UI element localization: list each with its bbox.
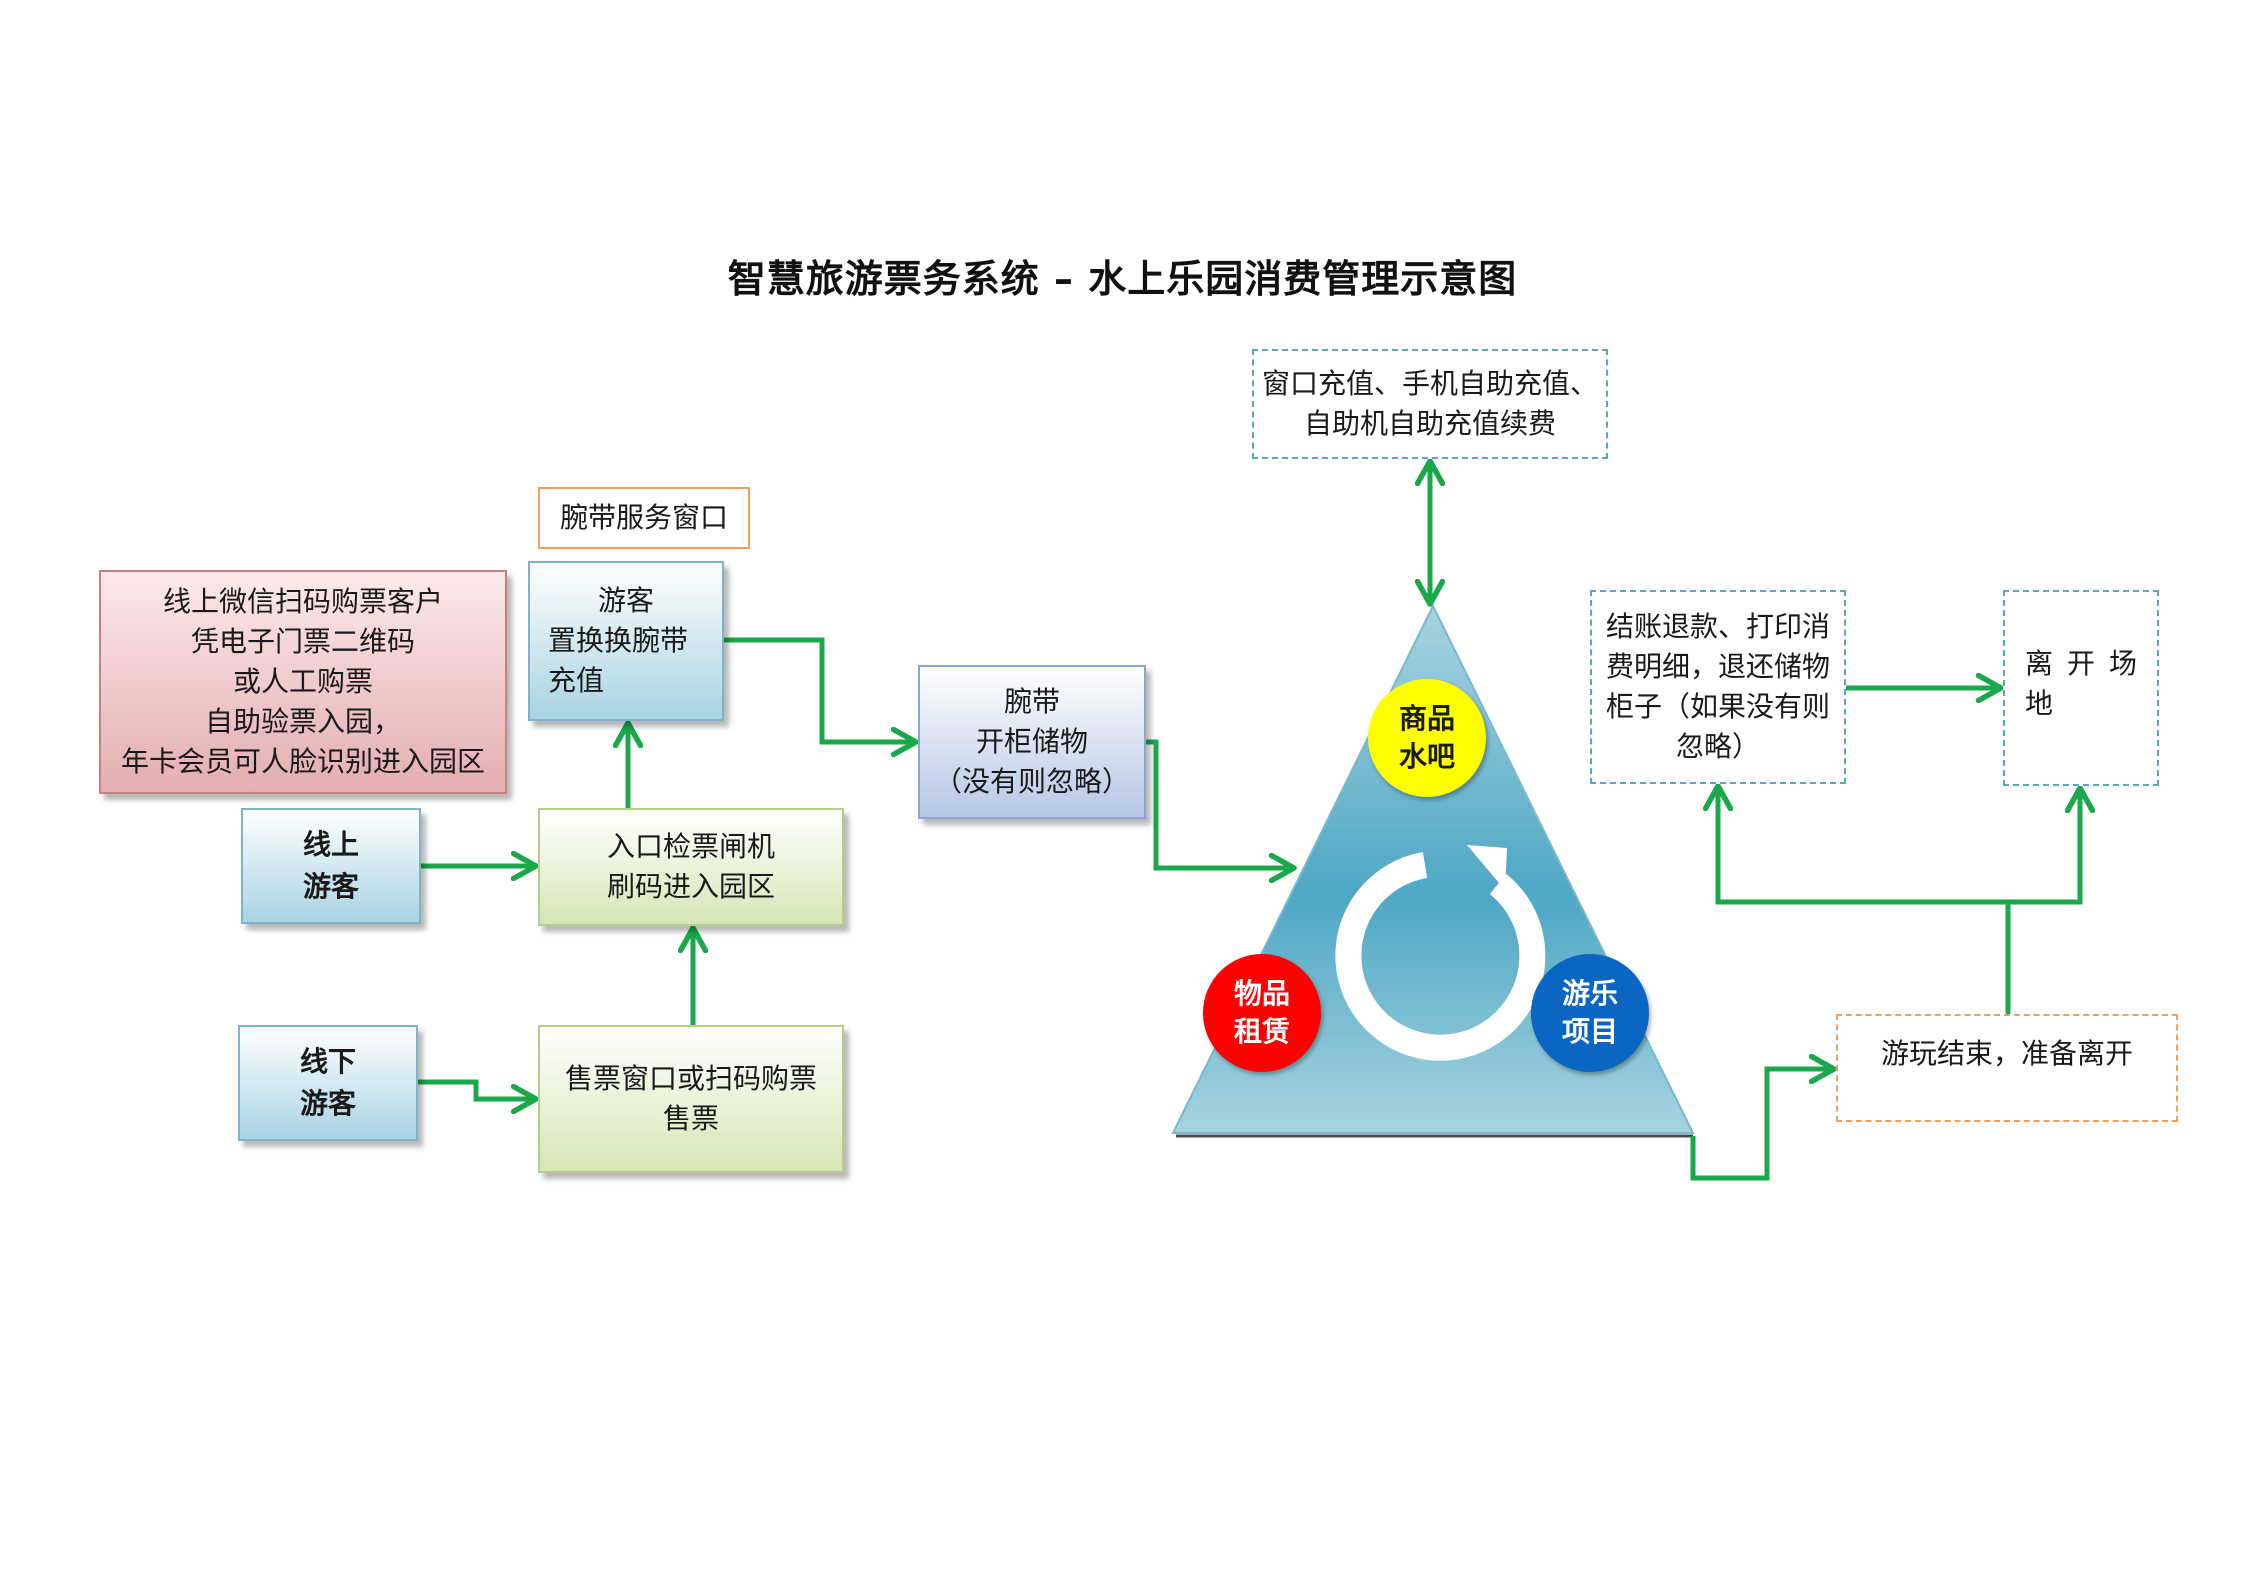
cycle-arrow-icon [1335, 852, 1546, 1061]
box-line: 游玩结束，准备离开 [1880, 1037, 2133, 1070]
box-line: 或人工购票 [232, 665, 373, 698]
online-purchase-description-box: 线上微信扫码购票客户 凭电子门票二维码 或人工购票 自助验票入园， 年卡会员可人… [99, 570, 507, 794]
wristband-locker-box: 腕带 开柜储物 （没有则忽略） [918, 665, 1146, 819]
circle-line: 水吧 [1398, 740, 1455, 773]
play-finished-box: 游玩结束，准备离开 [1836, 1014, 2178, 1122]
checkout-refund-box: 结账退款、打印消 费明细，退还储物 柜子（如果没有则 忽略） [1590, 590, 1846, 784]
arrow-exchange-to-locker [724, 637, 916, 742]
box-line: 入口检票闸机 [606, 830, 775, 863]
page-title: 智慧旅游票务系统 – 水上乐园消费管理示意图 [727, 257, 1518, 301]
cycle-arrowhead-icon [1467, 845, 1507, 890]
box-line: 忽略） [1675, 730, 1760, 763]
arrow-triangle-to-finish [1690, 1069, 1834, 1181]
recharge-box: 窗口充值、手机自助充值、 自助机自助充值续费 [1252, 349, 1608, 459]
box-line: 线上微信扫码购票客户 [162, 585, 443, 618]
box-line: 游客 [597, 584, 654, 617]
box-line: 游客 [299, 1087, 356, 1120]
circle-line: 物品 [1233, 977, 1290, 1010]
box-line: 置换换腕带 [548, 624, 689, 657]
box-line: 售票窗口或扫码购票 [564, 1062, 817, 1095]
arrow-finish-to-leave [2008, 788, 2080, 905]
online-visitor-box: 线上 游客 [241, 808, 421, 924]
arrow-finish-branch [1718, 786, 2011, 1014]
arrow-locker-to-triangle [1146, 739, 1294, 868]
box-line: 腕带 [1003, 685, 1060, 718]
entrance-gate-box: 入口检票闸机 刷码进入园区 [538, 808, 844, 926]
offline-visitor-box: 线下 游客 [238, 1025, 418, 1141]
box-line: 年卡会员可人脸识别进入园区 [120, 745, 485, 778]
arrow-offline-to-ticket [418, 1079, 536, 1099]
shop-drinks-circle: 商品 水吧 [1368, 679, 1486, 797]
ticket-window-box: 售票窗口或扫码购票 售票 [538, 1025, 844, 1173]
box-line: 线上 [302, 828, 359, 861]
box-line: 结账退款、打印消 [1605, 610, 1830, 643]
circle-line: 游乐 [1561, 977, 1618, 1010]
box-line: 自助验票入园， [204, 705, 401, 738]
box-line: 腕带服务窗口 [559, 501, 728, 534]
box-line: 刷码进入园区 [606, 870, 775, 903]
box-line: 离开场 [2025, 647, 2152, 680]
circle-line: 项目 [1561, 1015, 1618, 1048]
box-line: 柜子（如果没有则 [1605, 690, 1830, 723]
box-line: 售票 [662, 1102, 719, 1135]
circle-line: 商品 [1398, 702, 1455, 735]
box-line: 地 [2025, 687, 2054, 720]
box-line: 开柜储物 [975, 725, 1088, 758]
box-line: 自助机自助充值续费 [1303, 407, 1556, 440]
wristband-exchange-box: 游客 置换换腕带 充值 [528, 561, 724, 721]
item-rental-circle: 物品 租赁 [1203, 954, 1321, 1072]
box-line: 线下 [299, 1045, 356, 1078]
box-line: 游客 [302, 870, 359, 903]
leave-venue-box: 离开场 地 [2003, 590, 2159, 786]
box-line: 充值 [548, 664, 605, 697]
box-line: 窗口充值、手机自助充值、 [1261, 367, 1598, 400]
box-line: 费明细，退还储物 [1605, 650, 1830, 683]
amusement-rides-circle: 游乐 项目 [1531, 954, 1649, 1072]
box-line: （没有则忽略） [933, 765, 1130, 798]
circle-line: 租赁 [1233, 1015, 1290, 1048]
box-line: 凭电子门票二维码 [190, 625, 415, 658]
wristband-service-window-label: 腕带服务窗口 [538, 487, 750, 549]
